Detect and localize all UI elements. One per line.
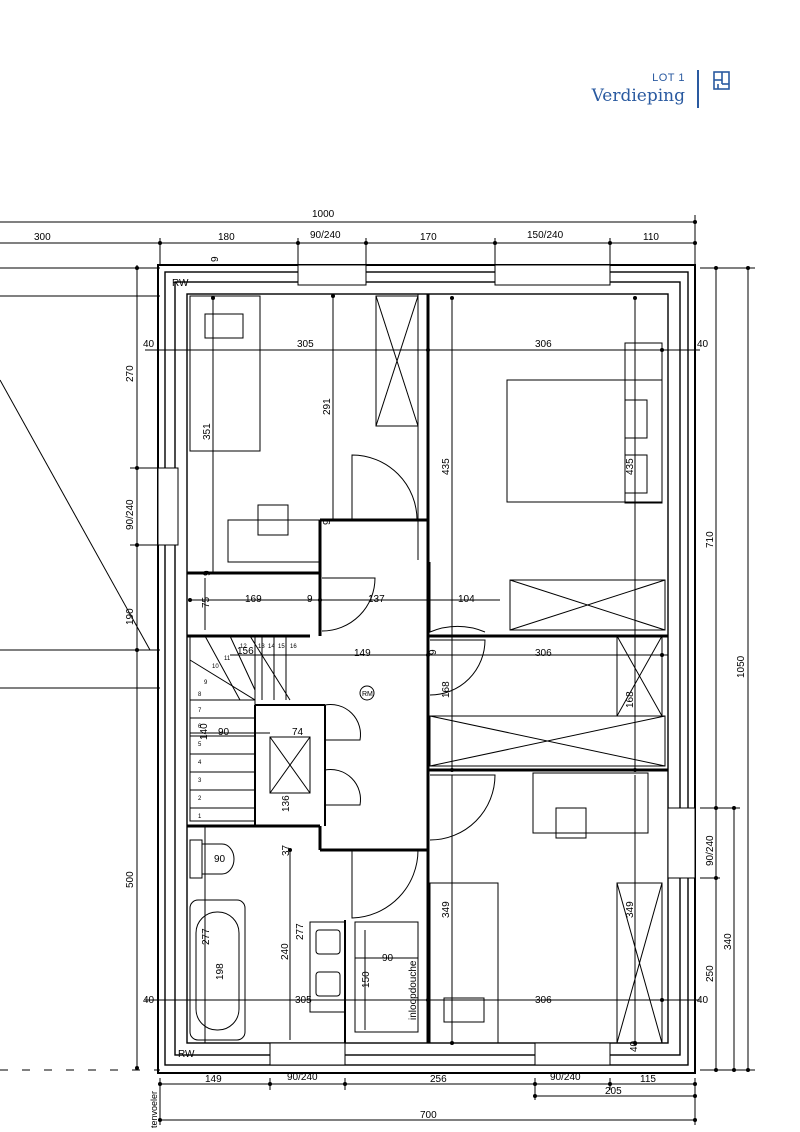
dim-435-b: 435 xyxy=(625,458,636,475)
dim-top-180: 180 xyxy=(218,232,235,243)
dim-left-window: 90/240 xyxy=(125,499,136,530)
stair-step: 8 xyxy=(198,692,202,698)
dim-right-total: 1050 xyxy=(736,655,747,678)
dim-bottom-256: 256 xyxy=(430,1074,447,1085)
dim-169: 169 xyxy=(245,594,262,605)
stair-step: 9 xyxy=(204,680,208,686)
dim-9-b: 9 xyxy=(210,256,221,262)
stair-step: 13 xyxy=(258,644,265,650)
dim-349-b: 349 xyxy=(625,901,636,918)
stair-step: 5 xyxy=(198,742,202,748)
dim-37: 37 xyxy=(281,844,292,856)
stair-steps: 1 2 3 4 5 6 7 8 9 10 11 12 13 14 15 16 xyxy=(198,644,297,820)
dim-75: 75 xyxy=(201,596,212,608)
dim-top-300: 300 xyxy=(34,232,51,243)
dim-left-cut: tenvoeler xyxy=(149,1091,159,1128)
dim-left-270: 270 xyxy=(125,365,136,382)
dim-top-170: 170 xyxy=(420,232,437,243)
dim-306-a: 306 xyxy=(535,339,552,350)
dim-bottom-205: 205 xyxy=(605,1086,622,1097)
label-rw-top: RW xyxy=(172,278,189,289)
dim-top-total: 1000 xyxy=(312,209,335,220)
dim-90-a: 90 xyxy=(218,727,230,738)
dim-305-a: 305 xyxy=(297,339,314,350)
dim-bottom-115: 115 xyxy=(640,1074,656,1085)
header-lot: LOT 1 xyxy=(652,72,685,84)
dim-277-b: 277 xyxy=(295,923,306,940)
dim-top-window-a: 90/240 xyxy=(310,230,341,241)
stair-step: 3 xyxy=(198,778,202,784)
dim-right-250: 250 xyxy=(705,965,716,982)
dim-9-c: 9 xyxy=(322,519,333,525)
dim-w40-c: 40 xyxy=(143,995,155,1006)
label-rm: RM xyxy=(362,691,373,698)
dim-bottom-149: 149 xyxy=(205,1074,222,1085)
header-divider xyxy=(697,70,699,108)
dim-w40-e: 40 xyxy=(629,1040,640,1052)
dim-right-340: 340 xyxy=(723,933,734,950)
label-rw-bottom: RW xyxy=(178,1049,195,1060)
dim-right-window: 90/240 xyxy=(705,835,716,866)
dim-306-b: 306 xyxy=(535,648,552,659)
dim-240: 240 xyxy=(280,943,291,960)
dim-right-710: 710 xyxy=(705,531,716,548)
dim-9-a: 9 xyxy=(307,594,313,605)
dim-136: 136 xyxy=(281,795,292,812)
stair-step: 1 xyxy=(198,814,202,820)
stair-step: 6 xyxy=(198,724,202,730)
stair-step: 15 xyxy=(278,644,285,650)
dim-9-e: 9 xyxy=(202,570,213,576)
dim-left-190: 190 xyxy=(125,608,136,625)
dim-140: 140 xyxy=(199,723,210,740)
label-inloopdouche: inloopdouche xyxy=(408,960,419,1020)
dim-168-b: 168 xyxy=(625,691,636,708)
dim-bottom-window-a: 90/240 xyxy=(287,1072,318,1083)
dim-351: 351 xyxy=(202,423,213,440)
stair-step: 10 xyxy=(212,664,219,670)
dim-435-a: 435 xyxy=(441,458,452,475)
stair-step: 11 xyxy=(224,656,231,662)
stair-step: 16 xyxy=(290,644,297,650)
dim-90-b: 90 xyxy=(214,854,226,865)
dim-198: 198 xyxy=(215,963,226,980)
dim-137: 137 xyxy=(368,594,385,605)
dim-306-c: 306 xyxy=(535,995,552,1006)
stair-step: 7 xyxy=(198,708,202,714)
dim-90-c: 90 xyxy=(382,953,394,964)
dim-w40-d: 40 xyxy=(697,995,709,1006)
dim-9-d: 9 xyxy=(428,649,439,655)
dim-168-a: 168 xyxy=(441,681,452,698)
dim-bottom-window-b: 90/240 xyxy=(550,1072,581,1083)
dim-bottom-total: 700 xyxy=(420,1110,437,1121)
header-title: Verdieping xyxy=(591,86,685,106)
dim-349-a: 349 xyxy=(441,901,452,918)
dim-149: 149 xyxy=(354,648,371,659)
stair-step: 14 xyxy=(268,644,275,650)
stair-step: 2 xyxy=(198,796,202,802)
dim-104: 104 xyxy=(458,594,475,605)
dim-w40-a: 40 xyxy=(143,339,155,350)
dim-150: 150 xyxy=(361,971,372,988)
floorplan-icon xyxy=(713,71,730,90)
stair-step: 12 xyxy=(240,644,247,650)
stair-step: 4 xyxy=(198,760,202,766)
dim-74: 74 xyxy=(292,727,304,738)
dim-left-500: 500 xyxy=(125,871,136,888)
dim-291: 291 xyxy=(322,398,333,415)
dim-156: 156 xyxy=(237,646,254,657)
dim-top-window-b: 150/240 xyxy=(527,230,564,241)
dim-w40-b: 40 xyxy=(697,339,709,350)
dim-305-b: 305 xyxy=(295,995,312,1006)
dim-top-110: 110 xyxy=(643,232,659,243)
dim-277-a: 277 xyxy=(201,928,212,945)
